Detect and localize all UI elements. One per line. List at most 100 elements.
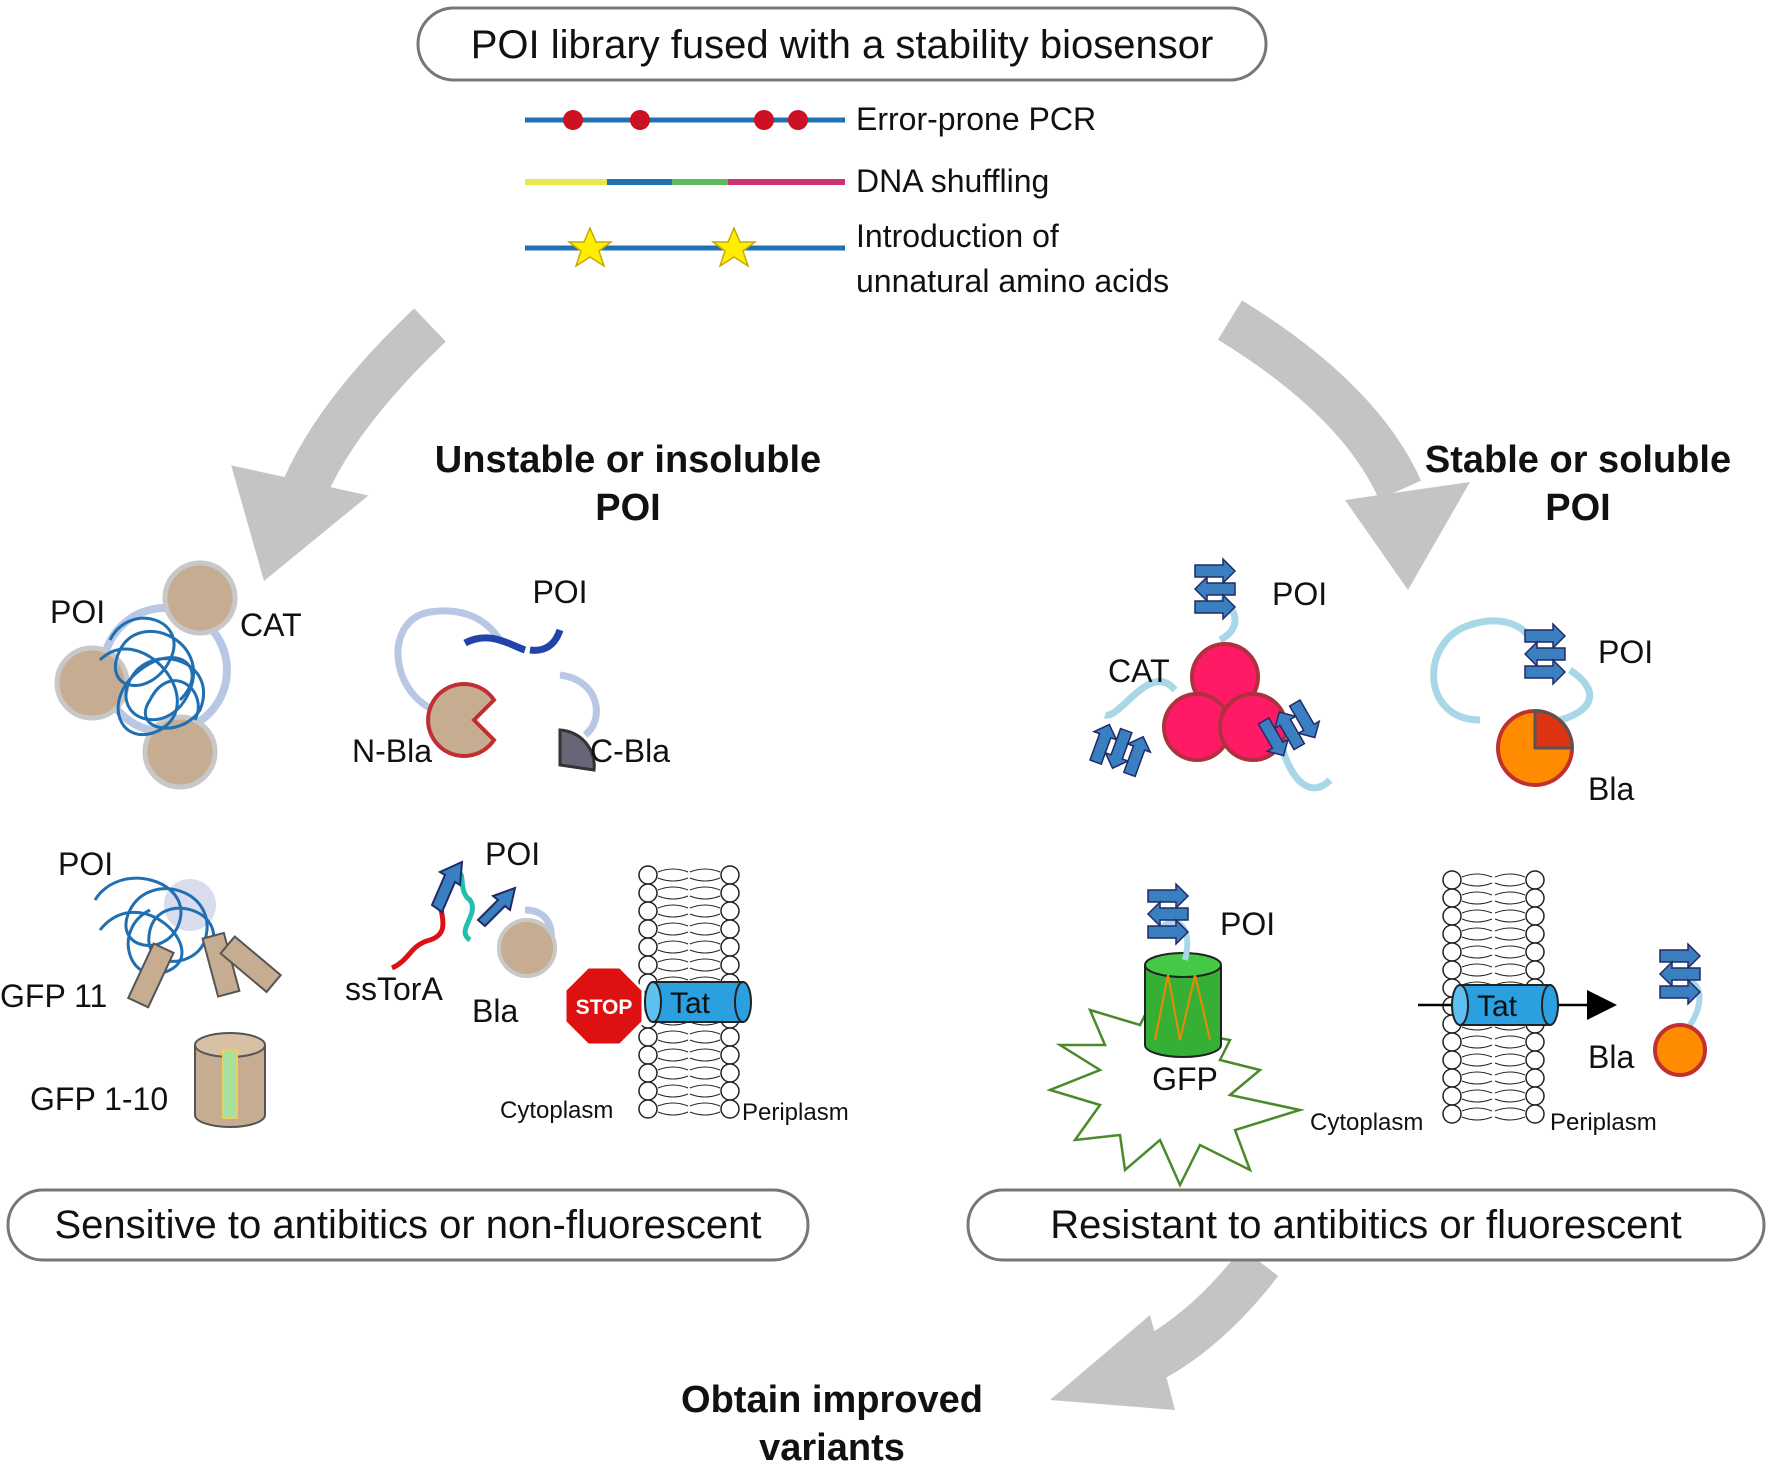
lipid-tail	[657, 1084, 689, 1098]
lipid-head	[720, 865, 740, 885]
lipid-tail	[1461, 927, 1493, 941]
lipid-head	[1525, 906, 1545, 926]
lipid-tail	[657, 1048, 689, 1062]
lipid-head	[1442, 924, 1462, 944]
star-icon	[710, 226, 758, 268]
right-gfp: POI GFP	[1046, 883, 1305, 1188]
method-shuffling: DNA shuffling	[525, 163, 1049, 199]
lipid-head	[1525, 870, 1545, 890]
stop-sign-icon: STOP	[563, 965, 645, 1047]
lipid-tail	[1461, 873, 1493, 887]
lipid-tail	[1461, 1089, 1493, 1103]
lipid-tail	[657, 1102, 689, 1116]
lipid-tail	[1494, 1053, 1526, 1067]
left-heading-2: POI	[595, 487, 660, 529]
lipid-head	[638, 937, 658, 957]
method-label-unnatural-2: unnatural amino acids	[856, 263, 1169, 299]
lipid-head	[1442, 1050, 1462, 1070]
right-bla-poi-label: POI	[1598, 634, 1653, 670]
lipid-head	[638, 919, 658, 939]
sstora-label: ssTorA	[345, 971, 443, 1007]
lipid-head	[638, 1045, 658, 1065]
mutation-dot	[754, 110, 774, 130]
lipid-head	[720, 1081, 740, 1101]
right-cat-label: CAT	[1108, 653, 1170, 689]
c-bla-label: C-Bla	[590, 733, 670, 769]
lipid-head	[1525, 888, 1545, 908]
lipid-tail	[689, 940, 721, 954]
left-cat-label: CAT	[240, 607, 302, 643]
method-label-unnatural-1: Introduction of	[856, 218, 1059, 254]
lipid-head	[638, 1081, 658, 1101]
left-gfp-poi-label: POI	[58, 846, 113, 882]
lipid-tail	[1494, 909, 1526, 923]
lipid-tail	[689, 1102, 721, 1116]
lipid-head	[638, 1063, 658, 1083]
lipid-tail	[689, 958, 721, 972]
gfp11-label: GFP 11	[0, 978, 107, 1014]
lipid-head	[1525, 960, 1545, 980]
lipid-head	[1442, 960, 1462, 980]
n-bla-label: N-Bla	[352, 733, 432, 769]
lipid-head	[720, 883, 740, 903]
left-cat-poi-label: POI	[50, 594, 105, 630]
lipid-tail	[689, 868, 721, 882]
gfp110-label: GFP 1-10	[30, 1081, 168, 1117]
right-cat-poi-label: POI	[1272, 576, 1327, 612]
lipid-tail	[1494, 927, 1526, 941]
method-error-prone: Error-prone PCR	[525, 101, 1096, 137]
lipid-head	[1525, 942, 1545, 962]
lipid-tail	[657, 1066, 689, 1080]
arrow-right	[1217, 300, 1470, 590]
lipid-head	[1525, 1068, 1545, 1088]
lipid-tail	[689, 922, 721, 936]
periplasm-label-right: Periplasm	[1550, 1109, 1657, 1136]
lipid-tail	[657, 940, 689, 954]
arrow-left	[231, 308, 446, 582]
lipid-tail	[1494, 963, 1526, 977]
right-cat-trimer: POI CAT	[1083, 558, 1333, 792]
right-heading-2: POI	[1545, 487, 1610, 529]
mutation-dot	[788, 110, 808, 130]
stop-text: STOP	[576, 996, 633, 1019]
left-tat-poi-label: POI	[485, 836, 540, 872]
right-result-pill: Resistant to antibitics or fluorescent	[966, 1188, 1766, 1262]
gfp-barrel	[194, 1032, 266, 1128]
lipid-tail	[1461, 1035, 1493, 1049]
lipid-head	[720, 1099, 740, 1119]
cytoplasm-label-left: Cytoplasm	[500, 1097, 613, 1124]
footer-line-1: Obtain improved	[681, 1379, 983, 1421]
lipid-head	[1525, 1050, 1545, 1070]
left-bla-label: Bla	[472, 993, 518, 1029]
lipid-tail	[1494, 1035, 1526, 1049]
lipid-head	[720, 919, 740, 939]
right-tat-export: Tat Bla Cytoplasm Periplasm	[1310, 870, 1707, 1136]
lipid-tail	[1494, 891, 1526, 905]
library-pill: POI library fused with a stability biose…	[416, 6, 1268, 82]
lipid-tail	[1461, 1107, 1493, 1121]
lipid-tail	[689, 886, 721, 900]
library-title: POI library fused with a stability biose…	[471, 23, 1214, 67]
lipid-tail	[1494, 1107, 1526, 1121]
lipid-head	[638, 883, 658, 903]
lipid-tail	[1461, 891, 1493, 905]
lipid-head	[1525, 1104, 1545, 1124]
gfp-label: GFP	[1152, 1061, 1218, 1097]
left-cat-aggregate: POI CAT	[50, 560, 302, 790]
left-heading-1: Unstable or insoluble	[435, 439, 821, 481]
lipid-head	[1442, 906, 1462, 926]
mutation-dot	[563, 110, 583, 130]
lipid-head	[1525, 1032, 1545, 1052]
lipid-tail	[1494, 1089, 1526, 1103]
lipid-head	[1442, 1032, 1462, 1052]
lipid-tail	[657, 922, 689, 936]
cytoplasm-label-right: Cytoplasm	[1310, 1109, 1423, 1136]
method-label-error-prone: Error-prone PCR	[856, 101, 1096, 137]
lipid-tail	[689, 1048, 721, 1062]
lipid-tail	[1494, 873, 1526, 887]
right-bla-label: Bla	[1588, 771, 1634, 807]
left-result-pill: Sensitive to antibitics or non-fluoresce…	[6, 1188, 810, 1262]
lipid-head	[1442, 942, 1462, 962]
lipid-head	[638, 1099, 658, 1119]
